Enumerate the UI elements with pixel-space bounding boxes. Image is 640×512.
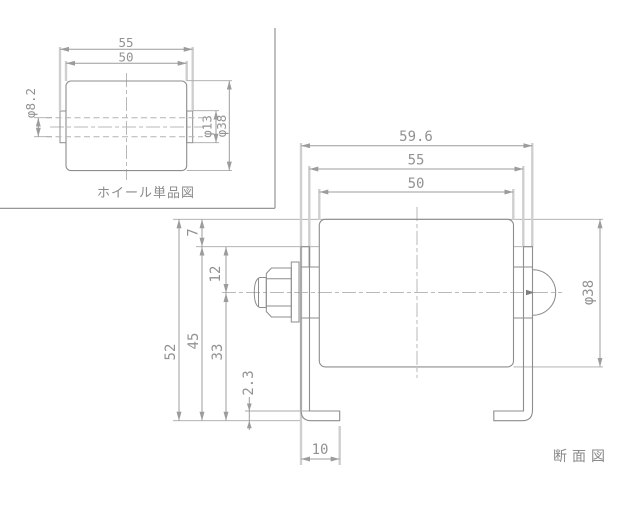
main-dim-label-overall-height: 52 (163, 344, 179, 361)
main-dim-label-top-to-axle: 12 (208, 266, 224, 283)
main-dim-label-frame-height: 45 (186, 333, 202, 350)
main-bracket-left (300, 246, 341, 422)
inset-hub-left (59, 110, 67, 144)
inset-dim-label-wheel-width: 50 (118, 50, 133, 65)
inset-dim-label-bore-dia: φ8.2 (23, 88, 38, 118)
inset-hub-right (186, 110, 194, 144)
axle-end-dome (532, 269, 557, 316)
cap-nut-body (265, 267, 292, 318)
cap-nut-dome (253, 277, 267, 308)
main-dim-label-thickness: 2.3 (241, 370, 257, 395)
thickness-arrow-lower (246, 420, 252, 429)
centerline-arrowhead (526, 289, 535, 296)
main-dim-label-axle-to-bottom: 33 (210, 344, 226, 361)
thickness-arrow-upper (246, 403, 252, 411)
inset-dim-label-hub-dia: φ13 (200, 115, 215, 138)
main-wheel-body (318, 218, 515, 368)
main-bracket-right (493, 246, 534, 422)
main-dim-label-hub-width: 55 (408, 153, 425, 169)
main-dim-label-overall-width: 59.6 (399, 129, 433, 145)
inset-dim-label-wheel-dia: φ38 (214, 115, 229, 138)
inset-dim-label-hub-width: 55 (118, 35, 133, 50)
inset-wheel-view: 55 50 φ8.2 φ13 φ38 ホイール単品図 (0, 28, 276, 209)
main-dim-label-protrusion: 7 (186, 228, 202, 236)
inset-view-title: ホイール単品図 (97, 185, 195, 200)
main-section-view: 59.6 55 50 φ38 52 45 33 7 12 2.3 10 断面図 (163, 129, 610, 465)
main-dim-label-foot-width: 10 (312, 442, 329, 458)
main-dim-label-wheel-width: 50 (408, 176, 425, 192)
main-dim-label-wheel-dia: φ38 (581, 280, 597, 305)
main-view-title: 断面図 (553, 448, 610, 464)
